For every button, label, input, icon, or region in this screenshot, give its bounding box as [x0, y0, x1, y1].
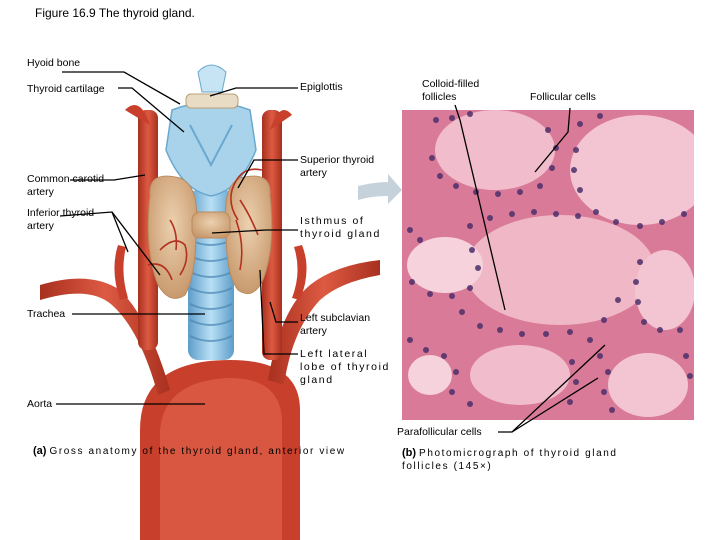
caption-b: (b)Photomicrograph of thyroid gland foll… [402, 447, 632, 473]
label-follicular-cells: Follicular cells [530, 91, 596, 103]
isthmus-shape [191, 211, 231, 239]
left-lobe-thyroid [224, 175, 273, 295]
caption-a-letter: (a) [33, 445, 47, 457]
label-common-carotid-artery: Common carotid artery [27, 173, 105, 198]
label-colloid-filled-follicles: Colloid-filled follicles [422, 78, 480, 103]
label-aorta: Aorta [27, 398, 53, 410]
label-epiglottis: Epiglottis [300, 81, 343, 93]
label-trachea: Trachea [27, 308, 66, 320]
label-hyoid-bone: Hyoid bone [27, 57, 81, 69]
label-parafollicular-cells: Parafollicular cells [397, 426, 482, 438]
label-left-lateral-lobe: Left lateral lobe of thyroid gland [300, 348, 390, 386]
label-isthmus: Isthmus of thyroid gland [300, 215, 381, 240]
caption-b-letter: (b) [402, 447, 417, 459]
label-inferior-thyroid-artery: Inferior thyroid artery [27, 207, 95, 232]
caption-a-text: Gross anatomy of the thyroid gland, ante… [49, 446, 346, 457]
figure-title: Figure 16.9 The thyroid gland. [35, 6, 195, 20]
hyoid-bone-shape [185, 93, 239, 109]
label-superior-thyroid-artery: Superior thyroid artery [300, 154, 375, 179]
epiglottis-shape [197, 64, 227, 93]
leader-lines [56, 71, 606, 433]
gross-anatomy-illustration [40, 64, 380, 540]
label-thyroid-cartilage: Thyroid cartilage [27, 83, 105, 95]
caption-b-text: Photomicrograph of thyroid gland follicl… [402, 448, 618, 472]
label-left-subclavian-artery: Left subclavian artery [300, 312, 371, 337]
photomicrograph [402, 110, 694, 420]
caption-a: (a)Gross anatomy of the thyroid gland, a… [33, 445, 346, 458]
arrow-icon [358, 174, 402, 204]
